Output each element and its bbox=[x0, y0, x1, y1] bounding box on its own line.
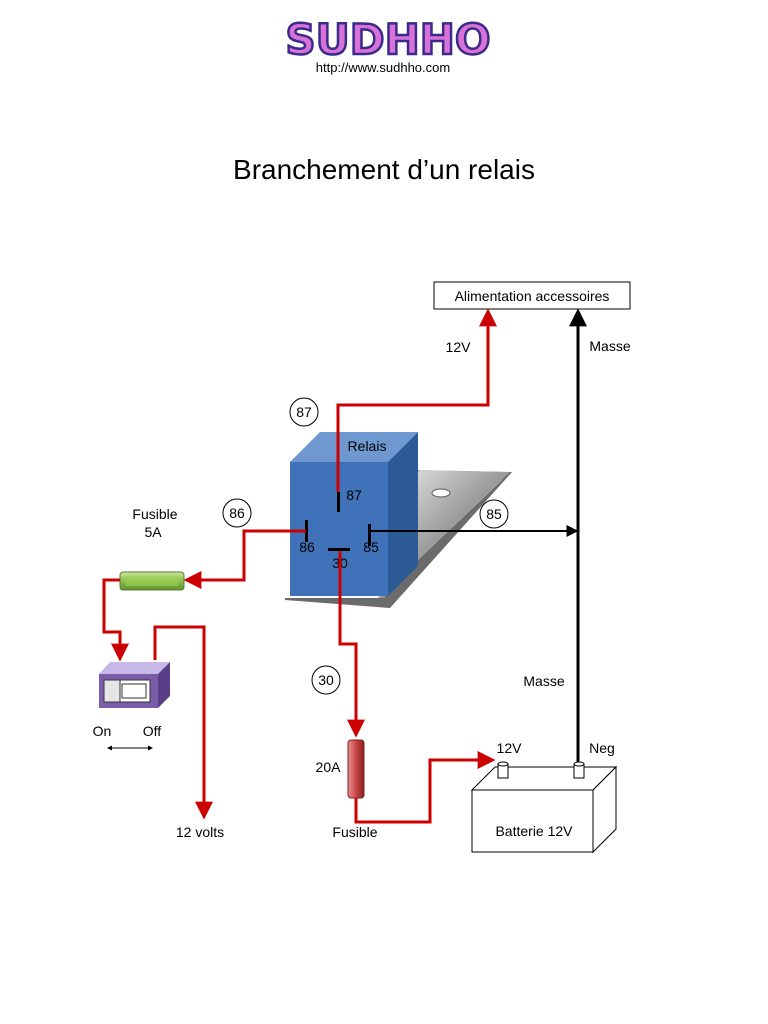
accessories-label: Alimentation accessoires bbox=[455, 288, 610, 304]
pin-85-label: 85 bbox=[363, 539, 379, 555]
circle-85-label: 85 bbox=[486, 506, 502, 522]
circle-87-label: 87 bbox=[296, 404, 312, 420]
fuse-5a-label-2: 5A bbox=[144, 524, 162, 540]
pin-30 bbox=[328, 548, 350, 551]
battery-negative-terminal bbox=[573, 761, 585, 779]
pin-87-label: 87 bbox=[346, 487, 362, 503]
page-title: Branchement d’un relais bbox=[233, 154, 535, 185]
fuse-5a-label-1: Fusible bbox=[132, 506, 177, 522]
masse-top-label: Masse bbox=[589, 338, 630, 354]
battery-neg-label: Neg bbox=[589, 740, 615, 756]
pin-85 bbox=[368, 524, 371, 546]
circle-86: 86 bbox=[222, 498, 252, 528]
plate-hole bbox=[431, 488, 451, 498]
battery-pos-label: 12V bbox=[497, 740, 523, 756]
masse-mid-label: Masse bbox=[523, 673, 564, 689]
logo-text: SUDHHO bbox=[285, 15, 490, 64]
logo-url: http://www.sudhho.com bbox=[316, 60, 450, 75]
wire-12v-label: 12V bbox=[446, 339, 472, 355]
battery bbox=[470, 761, 618, 854]
pin-87 bbox=[337, 492, 340, 512]
wire-fuse-to-switch bbox=[102, 578, 129, 662]
accessories-box: Alimentation accessoires bbox=[433, 281, 631, 310]
battery-positive-terminal bbox=[497, 761, 509, 779]
relay-label: Relais bbox=[348, 438, 387, 454]
switch-on-label: On bbox=[93, 723, 112, 739]
twelve-volts-label: 12 volts bbox=[176, 824, 224, 840]
pin-86 bbox=[305, 520, 308, 542]
circle-86-label: 86 bbox=[229, 505, 245, 521]
circle-30: 30 bbox=[311, 665, 341, 695]
wire-30-to-fuse bbox=[338, 551, 365, 738]
switch-off-label: Off bbox=[143, 723, 162, 739]
fuse-20a-rating: 20A bbox=[316, 759, 342, 775]
relay-block: Relais bbox=[290, 432, 418, 596]
logo: SUDHHO http://www.sudhho.com bbox=[284, 14, 492, 75]
switch bbox=[99, 662, 170, 708]
wire-switch-to-12v bbox=[153, 625, 213, 820]
circle-87: 87 bbox=[289, 397, 319, 427]
circle-85: 85 bbox=[479, 499, 509, 529]
wire-86-to-fuse bbox=[183, 529, 306, 589]
wire-fuse-to-battery bbox=[354, 751, 496, 824]
wire-87-to-accessories bbox=[336, 308, 497, 492]
pin-86-label: 86 bbox=[299, 539, 315, 555]
battery-label: Batterie 12V bbox=[495, 823, 573, 839]
circle-30-label: 30 bbox=[318, 672, 334, 688]
fuse-5a bbox=[119, 571, 185, 591]
fuse-20a bbox=[347, 739, 365, 799]
fuse-20a-label: Fusible bbox=[332, 824, 377, 840]
